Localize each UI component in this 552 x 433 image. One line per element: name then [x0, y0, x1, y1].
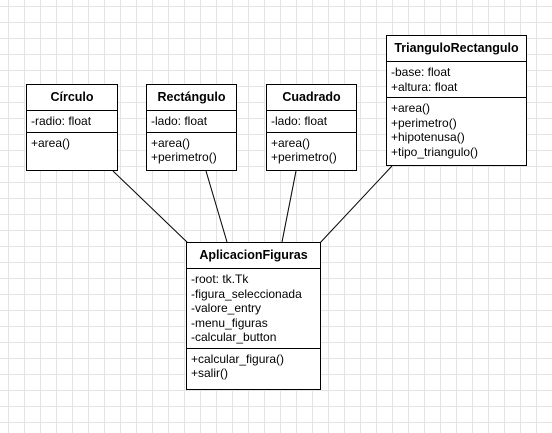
- attribute: +altura: float: [391, 79, 458, 94]
- attribute: -root: tk.Tk: [191, 272, 249, 286]
- method: +perimetro(): [151, 150, 217, 164]
- class-methods: +area() +perimetro(): [147, 133, 236, 168]
- attribute: -lado: float: [271, 114, 328, 128]
- class-rectangulo[interactable]: Rectángulo -lado: float +area() +perimet…: [146, 84, 237, 171]
- class-cuadrado[interactable]: Cuadrado -lado: float +area() +perimetro…: [266, 84, 357, 171]
- method: +perimetro(): [271, 150, 337, 164]
- class-attributes: -root: tk.Tk -figura_seleccionada -valor…: [187, 269, 320, 349]
- class-circulo[interactable]: Círculo -radio: float +area(): [26, 84, 118, 171]
- class-name: Círculo: [27, 85, 117, 111]
- class-methods: +area(): [27, 133, 117, 154]
- class-methods: +area() +perimetro() +hipotenusa() +tipo…: [387, 98, 526, 162]
- association-rectangulo-aplicacion-figuras: [205, 170, 228, 243]
- class-triangulo-rectangulo[interactable]: TrianguloRectangulo -base: float +altura…: [386, 35, 527, 166]
- class-name: TrianguloRectangulo: [387, 36, 526, 62]
- class-methods: +calcular_figura() +salir(): [187, 349, 320, 384]
- class-attributes: -lado: float: [147, 111, 236, 133]
- method: +area(): [271, 135, 311, 150]
- class-name: Rectángulo: [147, 85, 236, 111]
- attribute: -valore_entry: [191, 301, 262, 315]
- class-name: Cuadrado: [267, 85, 356, 111]
- method: +area(): [31, 135, 71, 150]
- method: +tipo_triangulo(): [391, 144, 479, 159]
- method: +hipotenusa(): [391, 130, 465, 144]
- method: +calcular_figura(): [191, 351, 285, 366]
- class-aplicacion-figuras[interactable]: AplicacionFiguras -root: tk.Tk -figura_s…: [186, 242, 321, 390]
- attribute: -base: float: [391, 65, 451, 79]
- attribute: -lado: float: [151, 114, 208, 128]
- class-name: AplicacionFiguras: [187, 243, 320, 269]
- class-methods: +area() +perimetro(): [267, 133, 356, 168]
- class-attributes: -lado: float: [267, 111, 356, 133]
- association-circulo-aplicacion-figuras: [112, 170, 190, 245]
- method: +salir(): [191, 366, 229, 380]
- association-triangulo-rectangulo-aplicacion-figuras: [318, 165, 393, 245]
- attribute: -radio: float: [31, 114, 92, 128]
- method: +perimetro(): [391, 115, 457, 130]
- association-cuadrado-aplicacion-figuras: [281, 170, 297, 243]
- class-attributes: -base: float +altura: float: [387, 62, 526, 98]
- attribute: -calcular_button: [191, 330, 277, 344]
- method: +area(): [151, 135, 191, 150]
- attribute: -menu_figuras: [191, 315, 268, 330]
- attribute: -figura_seleccionada: [191, 286, 302, 301]
- class-attributes: -radio: float: [27, 111, 117, 133]
- method: +area(): [391, 101, 431, 115]
